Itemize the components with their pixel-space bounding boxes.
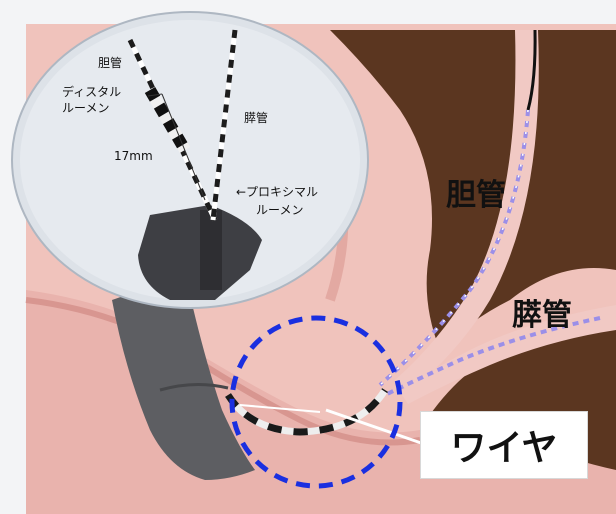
inset-inner [20, 20, 360, 300]
wall-fold [25, 297, 421, 446]
wire-top-segment [526, 29, 537, 111]
measure-arrow [147, 93, 163, 97]
endoscope-seam [159, 382, 229, 392]
catheter-wire-glint [239, 404, 321, 413]
callout-pointer [325, 408, 425, 446]
pancreatic-duct-wire [384, 316, 601, 397]
lumen-dark-region [330, 30, 616, 514]
inset-label-distance: 17mm [114, 149, 153, 163]
inset-label-proximal-lumen-1: ←プロキシマル [236, 185, 318, 199]
measure-line [161, 93, 206, 201]
inset-wire-pancreatic-stripes [210, 29, 238, 221]
highlight-circle [229, 315, 403, 489]
catheter-stripes [225, 388, 388, 436]
inset-label-bile-duct: 胆管 [98, 55, 122, 70]
inset-scope-channel [200, 210, 222, 290]
pancreatic-duct-channel [400, 305, 616, 404]
inset-label-distal-lumen-1: ディスタル [62, 84, 121, 99]
label-bile-duct: 胆管 [446, 178, 506, 213]
bile-duct-wire [378, 109, 530, 387]
inset-distal-catheter-stripes [144, 86, 191, 154]
inset-label-distal-lumen-2: ルーメン [62, 101, 110, 115]
wire-callout-label: ワイヤ [420, 411, 588, 479]
label-pancreatic-duct: 膵管 [512, 298, 572, 333]
inset-label-pancreatic-duct: 膵管 [244, 110, 268, 125]
inset-label-proximal-lumen-2: ルーメン [256, 203, 304, 217]
